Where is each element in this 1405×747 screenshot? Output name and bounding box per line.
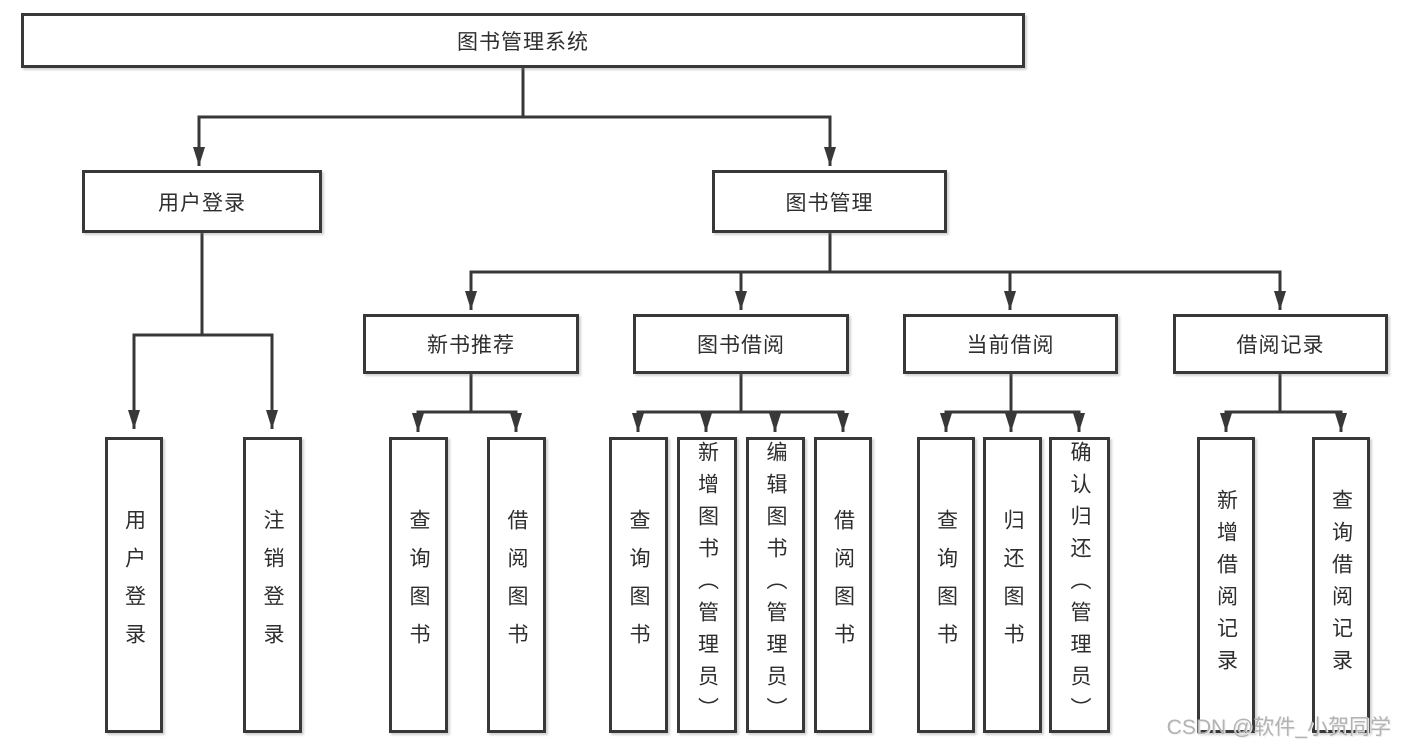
node-book-management: 图书管理 <box>712 170 947 233</box>
node-root-label: 图书管理系统 <box>457 30 589 54</box>
node-current-borrow: 当前借阅 <box>903 314 1118 374</box>
leaf-borrow-book-2: 借阅图书 <box>814 437 872 733</box>
connector-newbooks-to-borrowbook <box>471 410 522 432</box>
leaf-add-borrow-record: 新增借阅记录 <box>1197 437 1255 733</box>
leaf-query-book-3-label: 查询图书 <box>934 509 958 661</box>
leaf-borrow-book-1: 借阅图书 <box>487 437 546 733</box>
node-root: 图书管理系统 <box>21 13 1025 68</box>
node-book-borrow: 图书借阅 <box>633 314 849 374</box>
connector-borrow-to-borrowbook <box>741 410 849 432</box>
leaf-query-book-3: 查询图书 <box>917 437 975 733</box>
connector-root-to-book-management <box>523 115 836 166</box>
node-user-login: 用户登录 <box>82 170 322 233</box>
csdn-watermark: CSDN @软件_小贺同学 <box>1166 716 1391 739</box>
leaf-logout-label: 注销登录 <box>261 509 284 661</box>
connector-bookmgmt-to-current <box>830 270 1016 310</box>
connector-bookmgmt-to-borrow <box>735 270 830 310</box>
leaf-user-login-label: 用户登录 <box>122 509 146 661</box>
connector-userlogin-to-logout <box>202 333 278 429</box>
leaf-query-book-1: 查询图书 <box>389 437 448 733</box>
connector-bookmgmt-to-records <box>830 270 1286 310</box>
node-new-book-recommend-label: 新书推荐 <box>427 334 515 357</box>
connector-bookmgmt-to-newbooks <box>465 233 832 310</box>
connector-borrow-to-edit <box>741 410 781 432</box>
leaf-confirm-return-admin-label: 确认归还（管理员） <box>1068 441 1091 729</box>
leaf-add-book-admin-label: 新增图书（管理员） <box>695 441 719 729</box>
leaf-confirm-return-admin: 确认归还（管理员） <box>1049 437 1110 733</box>
leaf-user-login: 用户登录 <box>105 437 163 733</box>
leaf-query-book-2-label: 查询图书 <box>627 509 650 661</box>
connector-current-to-confirm <box>1011 410 1085 432</box>
leaf-edit-book-admin: 编辑图书（管理员） <box>746 437 805 733</box>
leaf-query-borrow-record-label: 查询借阅记录 <box>1329 489 1353 681</box>
node-book-borrow-label: 图书借阅 <box>697 334 785 357</box>
leaf-query-book-2: 查询图书 <box>609 437 668 733</box>
leaf-logout: 注销登录 <box>243 437 302 733</box>
leaf-return-book: 归还图书 <box>983 437 1042 733</box>
connector-newbooks-to-query <box>412 374 473 432</box>
leaf-edit-book-admin-label: 编辑图书（管理员） <box>764 441 787 729</box>
node-borrow-records-label: 借阅记录 <box>1236 334 1325 357</box>
connector-userlogin-to-login <box>128 233 204 429</box>
node-book-management-label: 图书管理 <box>785 191 874 215</box>
leaf-add-book-admin: 新增图书（管理员） <box>677 437 737 733</box>
leaf-borrow-book-2-label: 借阅图书 <box>831 509 855 661</box>
node-user-login-label: 用户登录 <box>158 191 246 215</box>
node-borrow-records: 借阅记录 <box>1173 314 1388 374</box>
leaf-query-book-1-label: 查询图书 <box>407 509 430 661</box>
node-new-book-recommend: 新书推荐 <box>363 314 579 374</box>
connector-records-to-query <box>1280 410 1347 432</box>
connector-borrow-to-query <box>632 374 743 432</box>
connector-borrow-to-add <box>700 410 741 432</box>
connector-root-to-user-login <box>193 68 525 166</box>
leaf-query-borrow-record: 查询借阅记录 <box>1312 437 1370 733</box>
node-current-borrow-label: 当前借阅 <box>966 334 1055 357</box>
leaf-return-book-label: 归还图书 <box>1001 509 1024 661</box>
leaf-borrow-book-1-label: 借阅图书 <box>505 509 528 661</box>
leaf-add-borrow-record-label: 新增借阅记录 <box>1214 489 1238 681</box>
connector-current-to-query <box>940 374 1013 432</box>
connector-records-to-add <box>1220 374 1282 432</box>
